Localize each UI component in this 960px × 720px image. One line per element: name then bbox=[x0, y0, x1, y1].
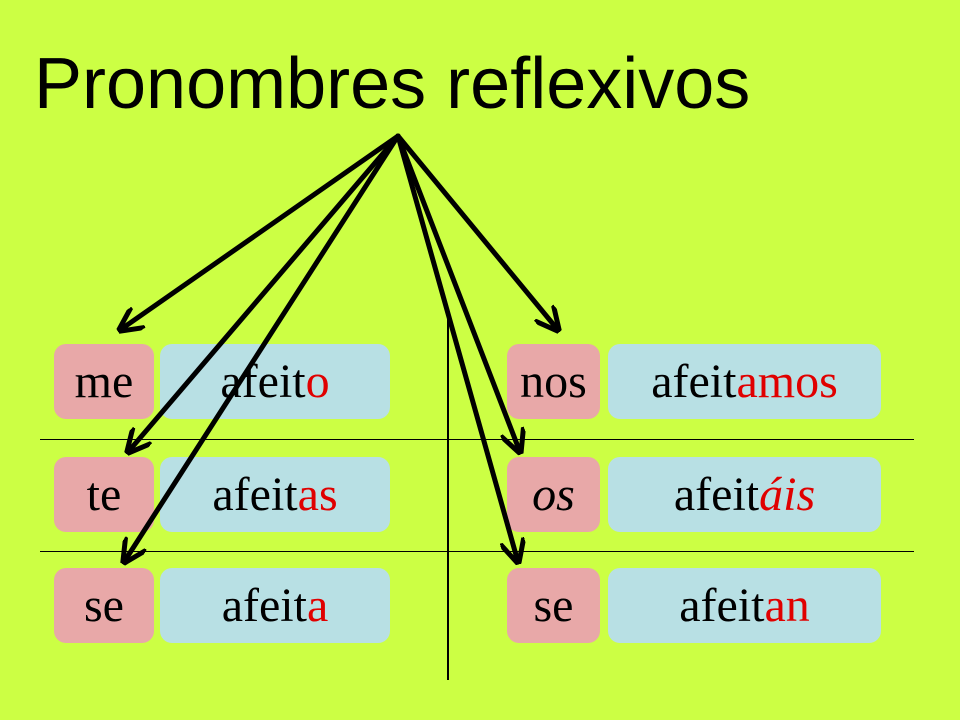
arrow-to-se-right bbox=[395, 133, 518, 562]
verb-ending: an bbox=[764, 578, 810, 632]
verb-ending: o bbox=[305, 354, 330, 408]
arrow-to-me bbox=[120, 133, 401, 330]
pronoun-se-plural: se bbox=[507, 568, 600, 643]
arrow-to-nos bbox=[395, 133, 558, 330]
pronoun-se-singular: se bbox=[54, 568, 154, 643]
pronoun-label: se bbox=[533, 578, 574, 632]
verb-stem: afeit bbox=[212, 467, 298, 521]
vertical-divider bbox=[447, 318, 449, 680]
verb-stem: afeit bbox=[220, 354, 306, 408]
pronoun-label: os bbox=[532, 467, 575, 521]
pronoun-label: nos bbox=[520, 354, 587, 408]
slide-title: Pronombres reflexivos bbox=[34, 44, 751, 124]
verb-ending: áis bbox=[759, 467, 816, 521]
pronoun-nos: nos bbox=[507, 344, 600, 419]
horizontal-divider-1 bbox=[40, 439, 914, 440]
verb-stem: afeit bbox=[221, 578, 307, 632]
verb-ending: a bbox=[306, 578, 329, 632]
verb-stem: afeit bbox=[651, 354, 737, 408]
pronoun-os: os bbox=[507, 457, 600, 532]
verb-ending: amos bbox=[736, 354, 838, 408]
arrow-to-os bbox=[395, 133, 520, 452]
verb-stem: afeit bbox=[679, 578, 765, 632]
verb-ending: as bbox=[297, 467, 338, 521]
horizontal-divider-2 bbox=[40, 551, 914, 552]
pronoun-label: me bbox=[74, 354, 134, 408]
verb-stem: afeit bbox=[673, 467, 760, 521]
pronoun-te: te bbox=[54, 457, 154, 532]
pronoun-label: te bbox=[86, 467, 122, 521]
pronoun-me: me bbox=[54, 344, 154, 419]
pronoun-label: se bbox=[84, 578, 124, 632]
